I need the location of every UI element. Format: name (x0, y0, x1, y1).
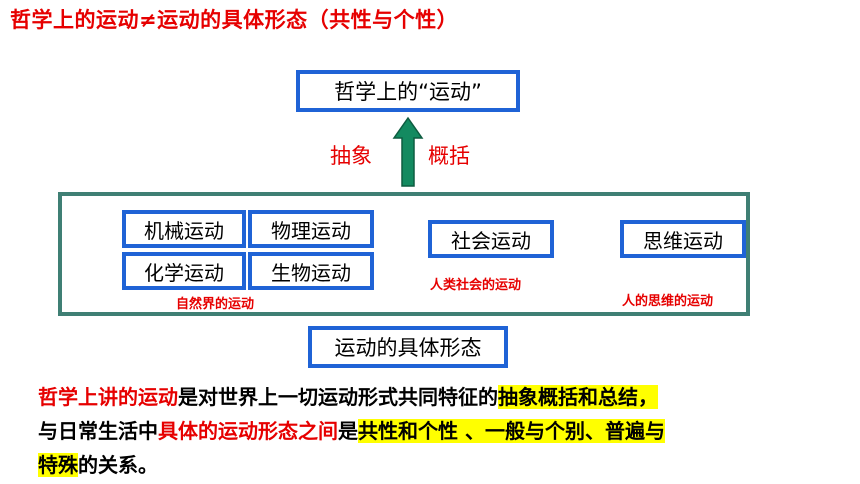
note-society: 人类社会的运动 (430, 278, 522, 293)
phrase-special: 特殊 (38, 453, 78, 477)
phrase-abstract-summary: 抽象概括和总结， (498, 385, 658, 409)
form-thinking: 思维运动 (620, 220, 746, 258)
note-nature: 自然界的运动 (176, 297, 255, 312)
phrase-6: 是 (338, 419, 358, 443)
arrow-label-abstract: 抽象 (330, 144, 372, 168)
phrase-4: 与日常生活中 (38, 419, 158, 443)
up-arrow-icon (392, 116, 424, 187)
note-thinking: 人的思维的运动 (622, 294, 714, 309)
form-mechanical: 机械运动 (122, 210, 246, 248)
phrase-philosophical-motion: 哲学上讲的运动 (38, 385, 178, 409)
slide-title: 哲学上的运动≠运动的具体形态（共性与个性） (10, 8, 459, 32)
form-biological: 生物运动 (248, 252, 374, 290)
form-physical: 物理运动 (248, 210, 374, 248)
conclusion-paragraph: 哲学上讲的运动是对世界上一切运动形式共同特征的抽象概括和总结， 与日常生活中具体的… (38, 380, 838, 482)
phrase-relationship: 共性和个性 、一般与个别、普遍与 (358, 419, 665, 443)
form-chemical: 化学运动 (122, 252, 246, 290)
philosophical-motion-box: 哲学上的“运动” (296, 70, 520, 112)
concrete-forms-box: 运动的具体形态 (308, 326, 508, 368)
arrow-label-generalize: 概括 (428, 144, 470, 168)
phrase-concrete-forms: 具体的运动形态之间 (158, 419, 338, 443)
form-social: 社会运动 (428, 220, 554, 258)
phrase-9: 的关系。 (78, 453, 158, 477)
phrase-2: 是对世界上一切运动形式共同特征的 (178, 385, 498, 409)
